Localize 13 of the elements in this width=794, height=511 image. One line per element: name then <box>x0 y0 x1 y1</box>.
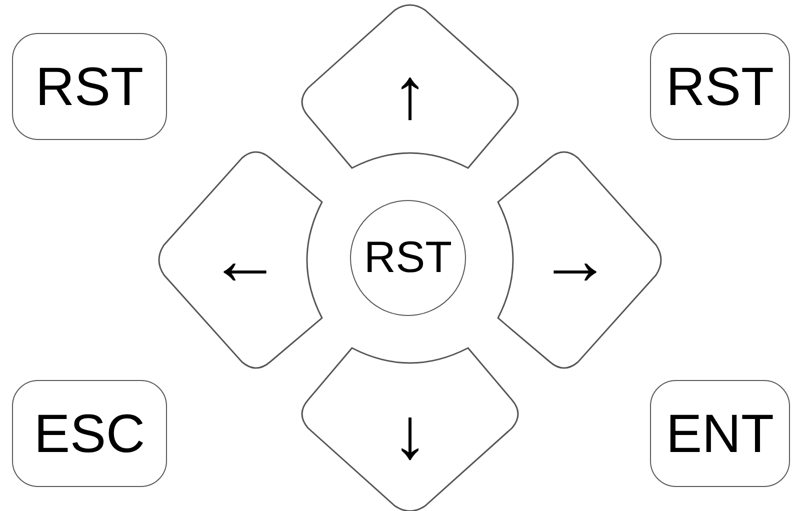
key-button <box>12 380 167 487</box>
key-label: RST <box>666 60 774 114</box>
key-label: RST <box>36 60 144 114</box>
arrow-glyph: ← <box>209 224 281 296</box>
key-label: ENT <box>666 406 774 460</box>
key-button <box>650 33 790 140</box>
arrow-glyph: ↓ <box>392 398 428 470</box>
key-label: ESC <box>34 406 146 460</box>
arrow-glyph: → <box>539 224 611 296</box>
key-button <box>650 380 790 487</box>
key-button <box>12 33 167 140</box>
key-label: RST <box>364 236 452 280</box>
arrow-glyph: ↑ <box>392 58 428 130</box>
